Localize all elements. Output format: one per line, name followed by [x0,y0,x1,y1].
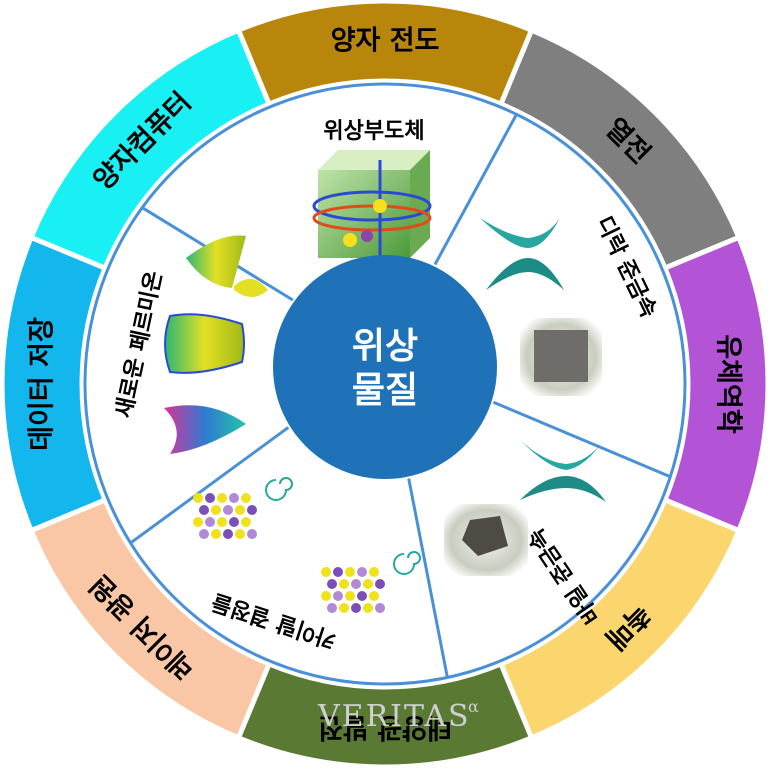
atom [321,567,331,577]
watermark-sup: α [468,697,481,716]
atom [217,493,227,503]
atom [241,493,251,503]
atom [339,603,349,613]
atom [235,529,245,539]
ring-label-solar-power: 태양광 발전 [318,712,452,743]
atom [193,517,203,527]
dirac-cone-icon [480,218,564,290]
atom [327,603,337,613]
sector-label-topological-insulator: 위상부도체 [323,119,424,144]
sector-divider [407,478,449,678]
atom [369,591,379,601]
atom [235,505,245,515]
spiral-icon [393,551,421,575]
atom [357,567,367,577]
atom [375,579,385,589]
atom [339,579,349,589]
topological-insulator-cube-icon [312,150,432,258]
atom [363,579,373,589]
atom [363,603,373,613]
atom [333,567,343,577]
atom [205,517,215,527]
atom [211,505,221,515]
center-circle [273,255,497,479]
atom [205,493,215,503]
sector-divider [492,400,671,479]
inner-dividers [129,113,671,678]
watermark: VERITAS [317,699,471,734]
atom [351,603,361,613]
atom [321,591,331,601]
atom [369,567,379,577]
atom [247,505,257,515]
atom [199,529,209,539]
ring-label-data-storage: 데이터 저장 [27,317,58,451]
atom [229,493,239,503]
atom [193,493,203,503]
atom [351,579,361,589]
sector-divider [129,426,290,545]
atom [247,529,257,539]
atom [229,517,239,527]
fermion-cone-icons [164,235,268,454]
chiral-crystal-bottom-icon [321,551,421,613]
weyl-cone-icon [520,440,606,502]
atom [375,603,385,613]
atom [223,505,233,515]
atom [223,529,233,539]
dirac-crystal-icon [534,330,588,382]
chiral-crystal-top-icon [193,477,293,539]
atom [357,591,367,601]
ring-label-quantum-transport: 양자 전도 [331,26,440,57]
center-label-line2: 물질 [352,370,418,411]
atom [241,517,251,527]
atom [327,579,337,589]
weyl-crystal-icon [462,516,508,556]
atom [333,591,343,601]
atom [345,567,355,577]
atom [199,505,209,515]
atom [217,517,227,527]
spiral-icon [265,477,293,501]
atom [211,529,221,539]
center-label-line1: 위상 [352,326,418,367]
ring-segment-quantum-computer [27,26,273,272]
sector-divider [433,113,518,266]
atom [345,591,355,601]
ring-label-hydrodynamics: 유체역학 [713,334,744,434]
